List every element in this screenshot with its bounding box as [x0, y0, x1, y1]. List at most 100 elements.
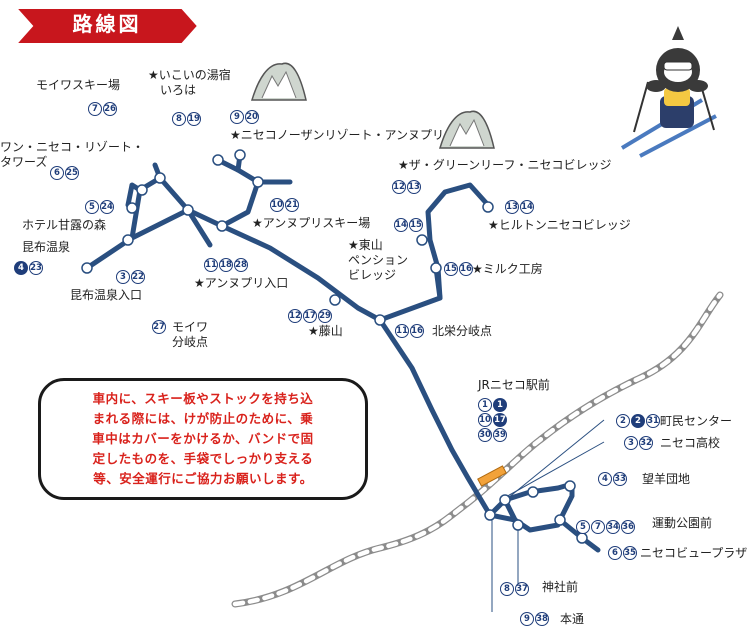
route-number-badge: 17 [493, 413, 507, 427]
route-number-badge: 10 [478, 413, 492, 427]
jr-station-marker [477, 465, 507, 487]
route-number-badge: 8 [172, 112, 186, 126]
route-number-badge: 19 [187, 112, 201, 126]
route-number-badge: 1 [478, 398, 492, 412]
route-number-badge: 38 [535, 612, 549, 626]
stop-label-hokuei: 北栄分岐点 [432, 324, 493, 338]
route-number-badge: 37 [515, 582, 529, 596]
route-number-badge: 11 [395, 324, 409, 338]
stop-label-annupuri-ski: ★アンヌプリスキー場 [252, 216, 371, 230]
route-number-badge: 31 [646, 414, 660, 428]
stop-label-moiwa-bunki: モイワ 分岐点 [172, 320, 209, 349]
route-number-badge: 15 [409, 218, 423, 232]
route-number-badge: 16 [410, 324, 424, 338]
stop-label-milk-kobo: ★ミルク工房 [472, 262, 543, 276]
route-number-badge: 6 [608, 546, 622, 560]
route-number-badge: 5 [576, 520, 590, 534]
route-numbers-moiwa-bunki: 27 [152, 320, 166, 334]
route-number-badge: 10 [270, 198, 284, 212]
route-number-badge: 29 [318, 309, 332, 323]
stop-label-niseko-northern: ★ニセコノーザンリゾート・アンヌプリ [230, 128, 445, 142]
route-number-badge: 14 [394, 218, 408, 232]
route-number-badge: 15 [444, 262, 458, 276]
route-number-badge: 9 [230, 110, 244, 124]
safety-notice: 車内に、スキー板やストックを持ち込 まれる際には、けが防止のために、乗 車中はカ… [38, 378, 368, 500]
route-number-badge: 12 [392, 180, 406, 194]
stop-label-boyo: 望羊団地 [642, 472, 691, 486]
stop-label-jinja: 神社前 [542, 580, 579, 594]
route-number-badge: 6 [50, 166, 64, 180]
stop-label-niseko-hs: ニセコ高校 [660, 436, 721, 450]
route-number-badge: 33 [613, 472, 627, 486]
route-number-badge: 1 [493, 398, 507, 412]
route-number-badge: 20 [245, 110, 259, 124]
route-number-badge: 27 [152, 320, 166, 334]
route-number-badge: 39 [493, 428, 507, 442]
stop-label-konbu-iriguchi: 昆布温泉入口 [70, 288, 143, 302]
mountain-icon-1 [250, 62, 307, 101]
route-number-badge: 3 [116, 270, 130, 284]
route-number-badge: 22 [131, 270, 145, 284]
stop-label-hondori: 本通 [560, 612, 585, 626]
stop-nodes [81, 149, 588, 544]
stop-label-fujiyama: ★藤山 [308, 324, 343, 338]
route-number-badge: 28 [234, 258, 248, 272]
skier-mascot [620, 26, 717, 158]
route-number-badge: 8 [500, 582, 514, 596]
railway-line [231, 291, 724, 608]
route-number-badge: 30 [478, 428, 492, 442]
stop-label-one-niseko: ワン・ニセコ・リゾート・ タワーズ [0, 140, 145, 169]
route-number-badge: 26 [103, 102, 117, 116]
route-number-badge: 25 [65, 166, 79, 180]
stop-label-moiwa-ski: モイワスキー場 [36, 78, 121, 92]
route-number-badge: 3 [624, 436, 638, 450]
route-number-badge: 18 [219, 258, 233, 272]
route-number-badge: 35 [623, 546, 637, 560]
route-number-badge: 12 [288, 309, 302, 323]
notice-text: 車内に、スキー板やストックを持ち込 まれる際には、けが防止のために、乗 車中はカ… [92, 391, 314, 486]
route-number-badge: 2 [631, 414, 645, 428]
route-number-badge: 7 [88, 102, 102, 116]
route-number-badge: 2 [616, 414, 630, 428]
route-number-badge: 14 [520, 200, 534, 214]
stop-label-green-leaf: ★ザ・グリーンリーフ・ニセコビレッジ [398, 158, 612, 172]
stop-label-undo: 運動公園前 [652, 516, 713, 530]
page-title: 路線図 [72, 12, 142, 36]
stop-label-ikoi: ★いこいの湯宿 いろは [148, 68, 231, 97]
stop-label-kanro: ホテル甘露の森 [22, 218, 107, 232]
route-number-badge: 11 [204, 258, 218, 272]
route-number-badge: 4 [14, 261, 28, 275]
stop-label-higashiyama: ★東山 ペンション ビレッジ [348, 238, 409, 282]
route-number-badge: 4 [598, 472, 612, 486]
route-number-badge: 21 [285, 198, 299, 212]
route-number-badge: 34 [606, 520, 620, 534]
mountain-icon-2 [438, 110, 495, 149]
route-number-badge: 9 [520, 612, 534, 626]
route-number-badge: 7 [591, 520, 605, 534]
title-banner [13, 7, 200, 45]
stop-label-chomin: 町民センター [660, 414, 733, 428]
